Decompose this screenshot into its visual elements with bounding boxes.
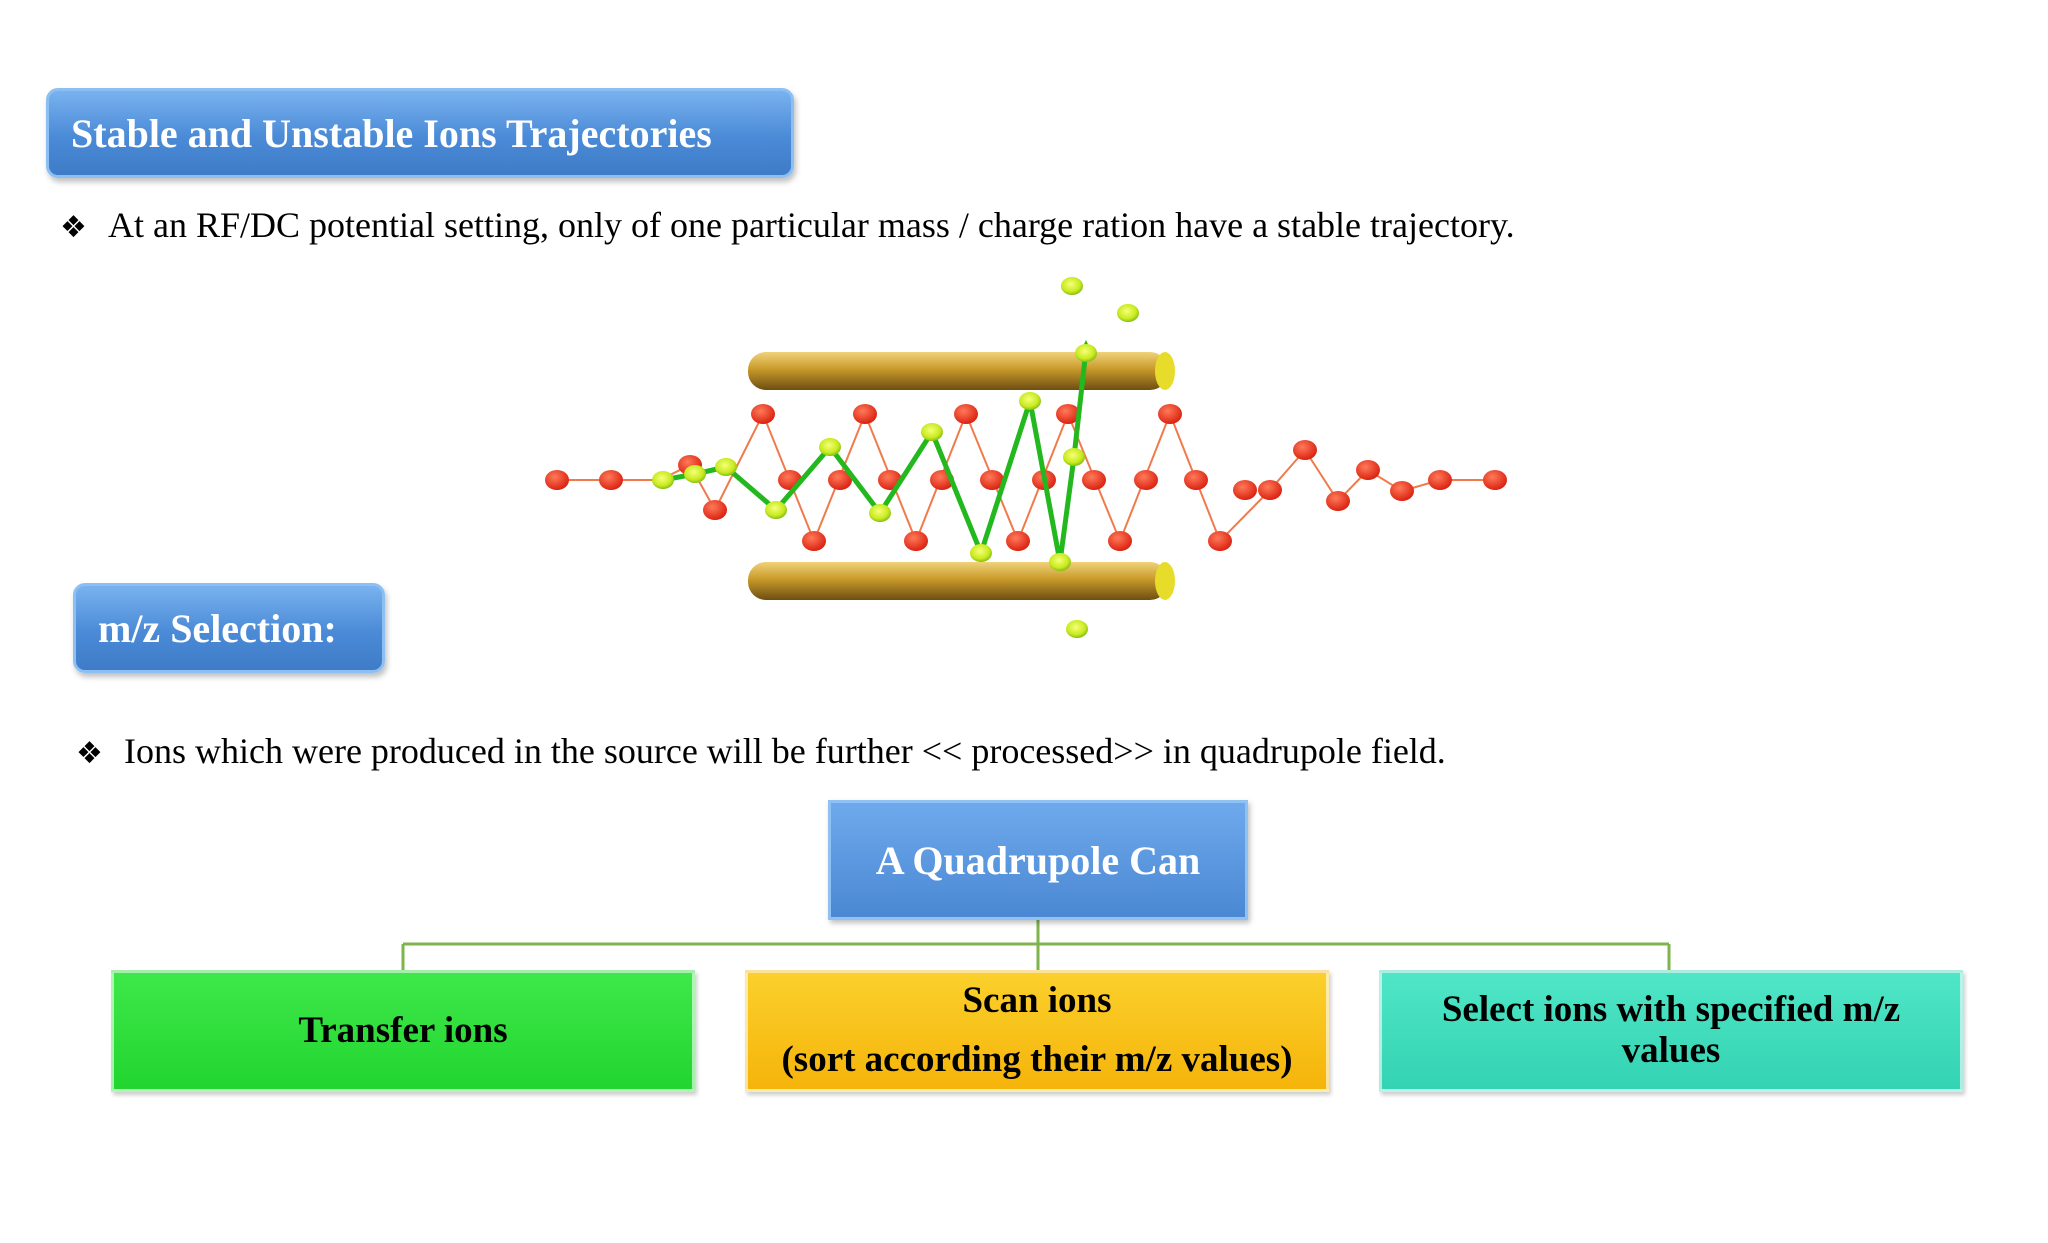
quadrupole-rod-top — [748, 352, 1175, 390]
select-ions-label: Select ions with specified m/z — [1441, 989, 1901, 1031]
stable-ion-dot — [1483, 470, 1507, 490]
stable-ion-dot — [1233, 480, 1257, 500]
stable-ion-dot — [853, 404, 877, 424]
stable-ion-dot — [1390, 481, 1414, 501]
unstable-ion-dot — [970, 544, 992, 562]
title-text: Stable and Unstable Ions Trajectories — [71, 110, 712, 156]
unstable-ion-dot — [819, 438, 841, 456]
stable-ion-dot — [954, 404, 978, 424]
unstable-ion-dot — [1063, 448, 1085, 466]
stable-ion-dot — [1356, 460, 1380, 480]
stable-ion-dot — [1082, 470, 1106, 490]
stable-ion-dot — [1134, 470, 1158, 490]
stable-ion-dot — [802, 531, 826, 551]
stable-ion-dot — [904, 531, 928, 551]
bullet-quadrupole-processing: ❖ Ions which were produced in the source … — [76, 730, 1446, 772]
unstable-ion-dot — [1019, 392, 1041, 410]
unstable-ion-dot — [652, 471, 674, 489]
unstable-ion-dot — [1075, 344, 1097, 362]
stable-ion-dot — [703, 500, 727, 520]
mz-selection-banner: m/z Selection: — [73, 583, 385, 673]
scan-ions-sublabel: (sort according their m/z values) — [781, 1039, 1293, 1080]
stable-ion-dot — [1258, 480, 1282, 500]
unstable-ion-group — [652, 277, 1139, 638]
bullet-stable-trajectory: ❖ At an RF/DC potential setting, only of … — [60, 204, 1515, 246]
stable-ion-dot — [599, 470, 623, 490]
unstable-ion-dot — [684, 465, 706, 483]
unstable-ion-dot — [921, 423, 943, 441]
mz-selection-text: m/z Selection: — [98, 605, 337, 651]
scan-ions-label: Scan ions — [962, 980, 1112, 1022]
stable-ion-dot — [1184, 470, 1208, 490]
unstable-ion-dot — [869, 504, 891, 522]
stable-ion-dot — [1208, 531, 1232, 551]
stable-ion-dot — [751, 404, 775, 424]
quadrupole-can-label: A Quadrupole Can — [875, 837, 1201, 883]
stable-ion-dot — [980, 470, 1004, 490]
stable-ion-dot — [1326, 491, 1350, 511]
stable-ion-dot — [828, 470, 852, 490]
stable-ion-dot — [1428, 470, 1452, 490]
select-ions-label-cont: values — [1621, 1030, 1721, 1071]
stable-ion-dot — [1293, 440, 1317, 460]
stable-ion-group — [545, 404, 1507, 551]
unstable-ion-dot — [1049, 553, 1071, 571]
unstable-ion-dot — [765, 501, 787, 519]
bullet-1-text: At an RF/DC potential setting, only of o… — [108, 205, 1515, 245]
unstable-ion-dot — [715, 458, 737, 476]
quadrupole-rod-bottom — [748, 562, 1175, 600]
stable-ion-dot — [545, 470, 569, 490]
diamond-bullet-icon: ❖ — [76, 736, 103, 771]
unstable-ion-dot — [1066, 620, 1088, 638]
select-ions-box: Select ions with specified m/z values — [1379, 970, 1963, 1092]
stable-ion-dot — [1056, 404, 1080, 424]
transfer-ions-box: Transfer ions — [111, 970, 695, 1092]
transfer-ions-label: Transfer ions — [298, 1009, 508, 1051]
scan-ions-box: Scan ions (sort according their m/z valu… — [745, 970, 1329, 1092]
title-banner: Stable and Unstable Ions Trajectories — [46, 88, 794, 178]
unstable-ion-dot — [1061, 277, 1083, 295]
diamond-bullet-icon: ❖ — [60, 210, 87, 245]
quadrupole-can-box: A Quadrupole Can — [828, 800, 1248, 920]
stable-ion-dot — [1006, 531, 1030, 551]
stable-ion-dot — [1158, 404, 1182, 424]
unstable-ion-dot — [1117, 304, 1139, 322]
stable-ion-dot — [1108, 531, 1132, 551]
bullet-2-text: Ions which were produced in the source w… — [124, 731, 1446, 771]
